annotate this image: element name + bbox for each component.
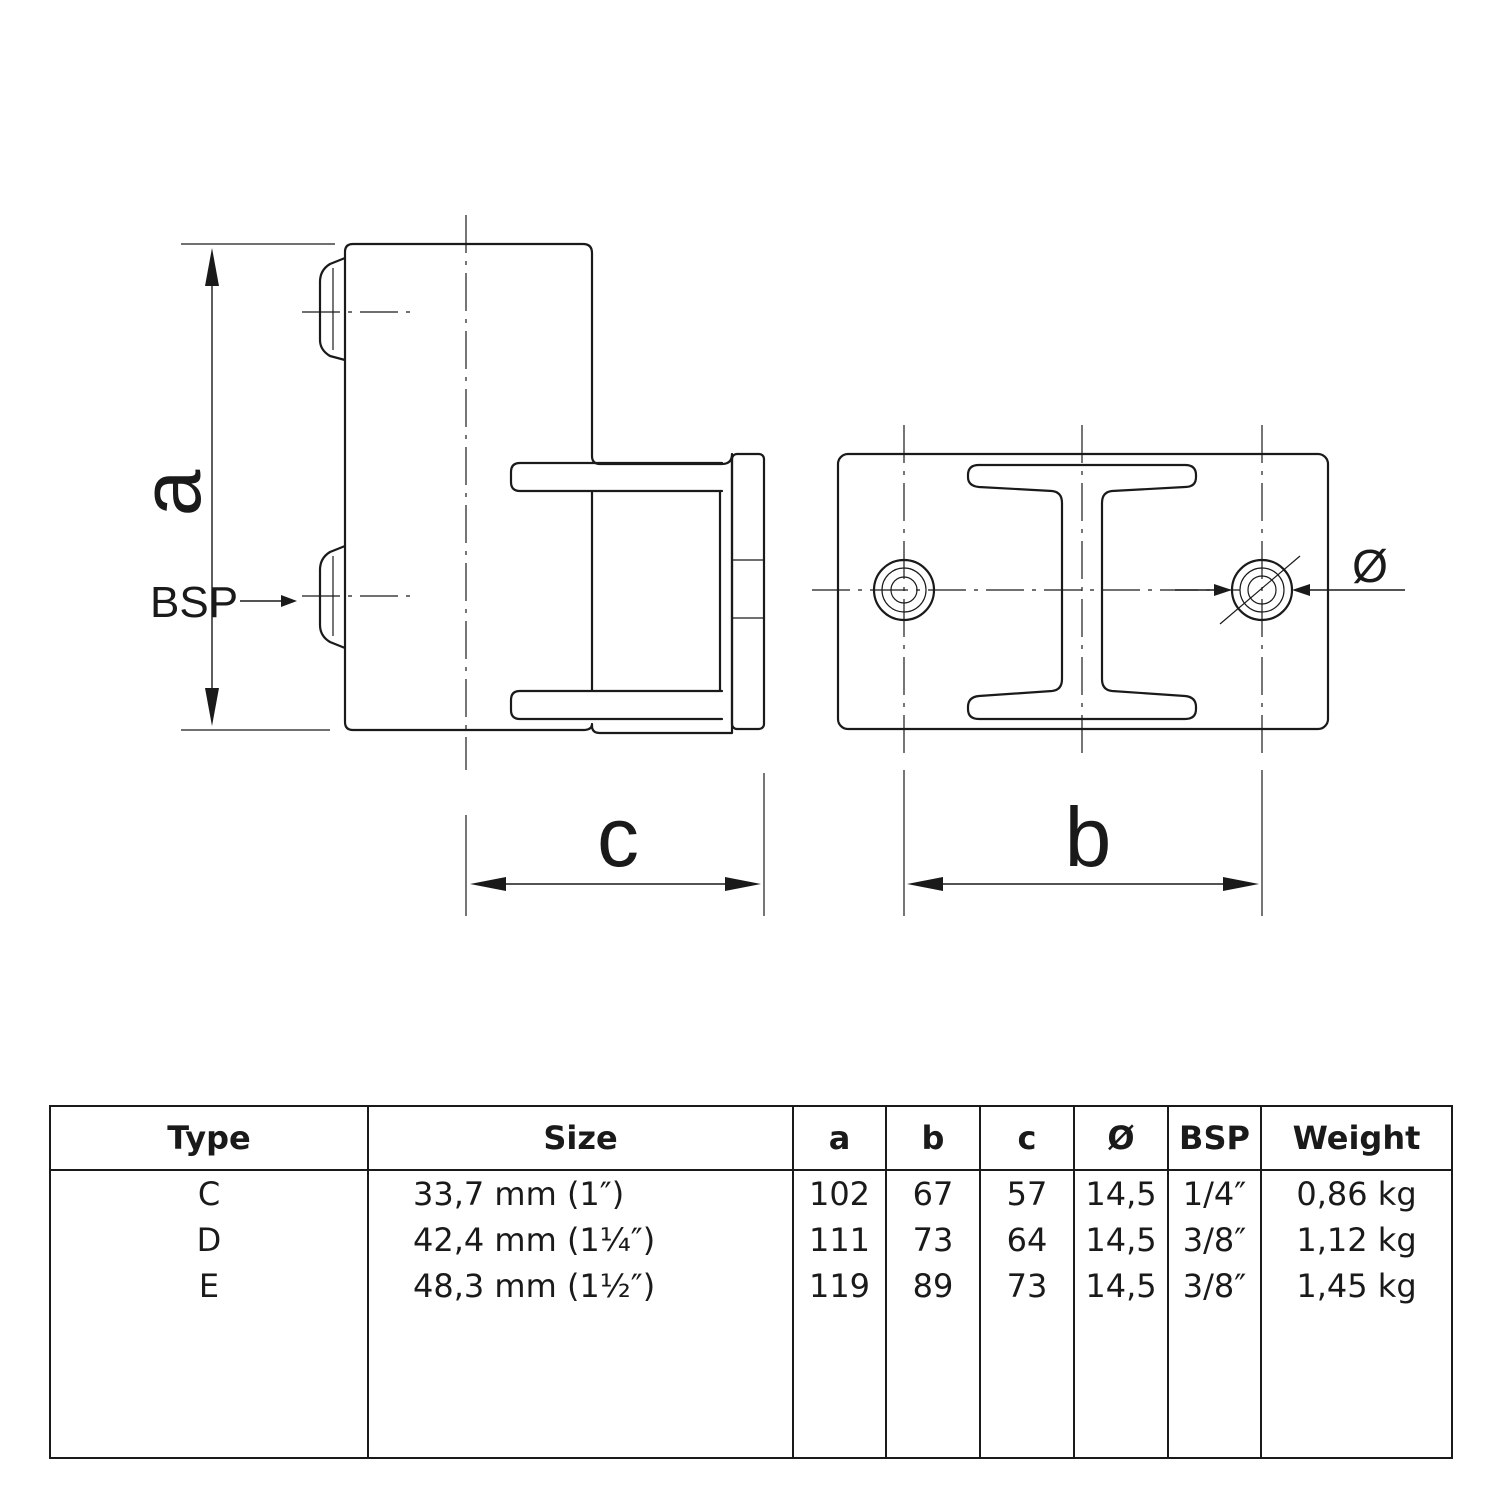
bsp-arrow-icon — [281, 595, 297, 607]
cell-type: C — [49, 1170, 369, 1217]
header-b: b — [885, 1105, 981, 1171]
front-view-plate — [836, 452, 1330, 731]
dimension-a-label: a — [124, 469, 218, 516]
cell-diameter: 14,5 — [1073, 1263, 1169, 1309]
cell-b: 67 — [885, 1170, 981, 1217]
cell-weight: 1,45 kg — [1260, 1263, 1453, 1309]
cell-bsp: 3/8″ — [1167, 1263, 1262, 1309]
table-header-row: Type Size a b c Ø BSP Weight — [49, 1105, 1453, 1171]
side-view-pad-plate — [730, 452, 766, 731]
cell-bsp: 1/4″ — [1167, 1170, 1262, 1217]
cell-a: 102 — [792, 1170, 887, 1217]
table-filler-row — [49, 1309, 1453, 1459]
cell-c: 64 — [979, 1217, 1075, 1263]
cell-c: 57 — [979, 1170, 1075, 1217]
cell-c: 73 — [979, 1263, 1075, 1309]
cell-b: 89 — [885, 1263, 981, 1309]
side-view-body — [343, 242, 734, 735]
cell-weight: 1,12 kg — [1260, 1217, 1453, 1263]
cell-diameter: 14,5 — [1073, 1170, 1169, 1217]
side-view: a BSP c — [124, 215, 766, 916]
cell-diameter: 14,5 — [1073, 1217, 1169, 1263]
side-view-top-lug — [318, 256, 347, 362]
diameter-label: Ø — [1352, 540, 1388, 592]
bsp-label: BSP — [150, 578, 238, 627]
cell-weight: 0,86 kg — [1260, 1170, 1453, 1217]
cell-size: 48,3 mm (1½″) — [367, 1263, 794, 1309]
cell-size: 33,7 mm (1″) — [367, 1170, 794, 1217]
header-diameter: Ø — [1073, 1105, 1169, 1171]
cell-bsp: 3/8″ — [1167, 1217, 1262, 1263]
cell-a: 119 — [792, 1263, 887, 1309]
cell-type: D — [49, 1217, 369, 1263]
cell-type: E — [49, 1263, 369, 1309]
front-view: Ø b — [812, 425, 1405, 916]
table-row: C 33,7 mm (1″) 102 67 57 14,5 1/4″ 0,86 … — [49, 1170, 1453, 1217]
side-view-beam-slot — [509, 461, 724, 721]
dimension-c-label: c — [597, 790, 639, 884]
header-type: Type — [49, 1105, 369, 1171]
header-c: c — [979, 1105, 1075, 1171]
side-view-bottom-lug — [318, 544, 347, 650]
header-bsp: BSP — [1167, 1105, 1262, 1171]
fitting-drawing: a BSP c — [124, 215, 1405, 916]
header-weight: Weight — [1260, 1105, 1453, 1171]
cell-b: 73 — [885, 1217, 981, 1263]
front-view-beam-profile — [966, 463, 1198, 721]
header-size: Size — [367, 1105, 794, 1171]
table-row: D 42,4 mm (1¼″) 111 73 64 14,5 3/8″ 1,12… — [49, 1217, 1453, 1263]
table-row: E 48,3 mm (1½″) 119 89 73 14,5 3/8″ 1,45… — [49, 1263, 1453, 1309]
header-a: a — [792, 1105, 887, 1171]
specification-table: Type Size a b c Ø BSP Weight C 33,7 mm (… — [49, 1105, 1453, 1459]
dimension-b-label: b — [1065, 790, 1112, 884]
cell-size: 42,4 mm (1¼″) — [367, 1217, 794, 1263]
cell-a: 111 — [792, 1217, 887, 1263]
